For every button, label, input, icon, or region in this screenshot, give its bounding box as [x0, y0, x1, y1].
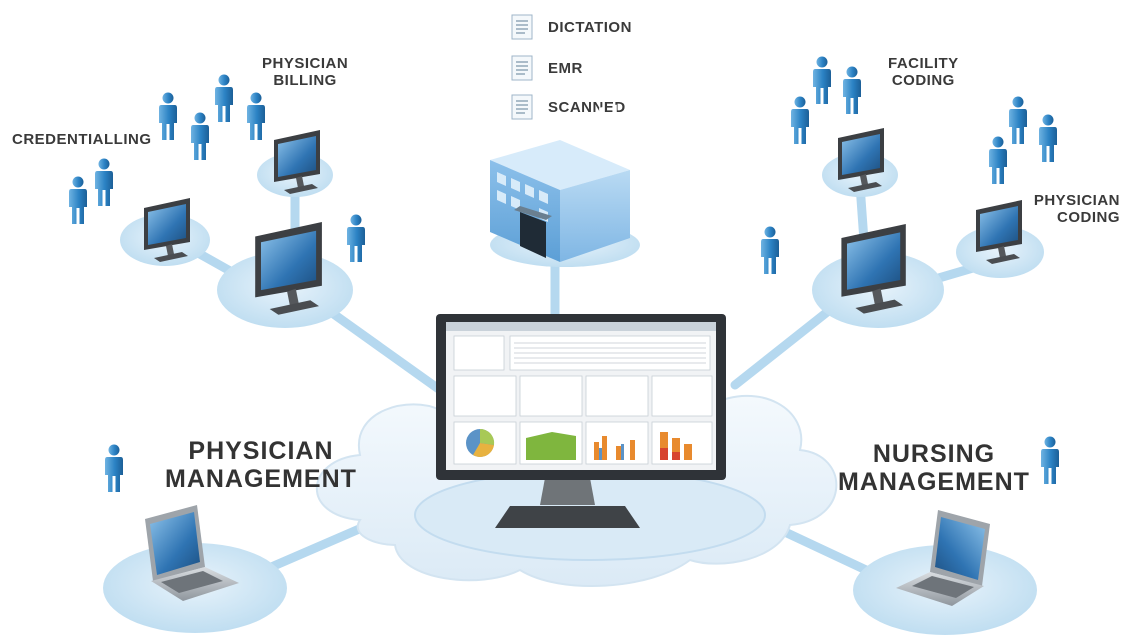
label-credentialling: CREDENTIALLING — [12, 131, 152, 148]
hospital-building — [490, 140, 640, 267]
main-dashboard-monitor — [436, 314, 726, 528]
hospital-sign-letter: H — [597, 99, 619, 136]
label-emr: EMR — [548, 60, 583, 77]
label-scanned: SCANNED — [548, 99, 626, 116]
label-dictation: DICTATION — [548, 19, 632, 36]
